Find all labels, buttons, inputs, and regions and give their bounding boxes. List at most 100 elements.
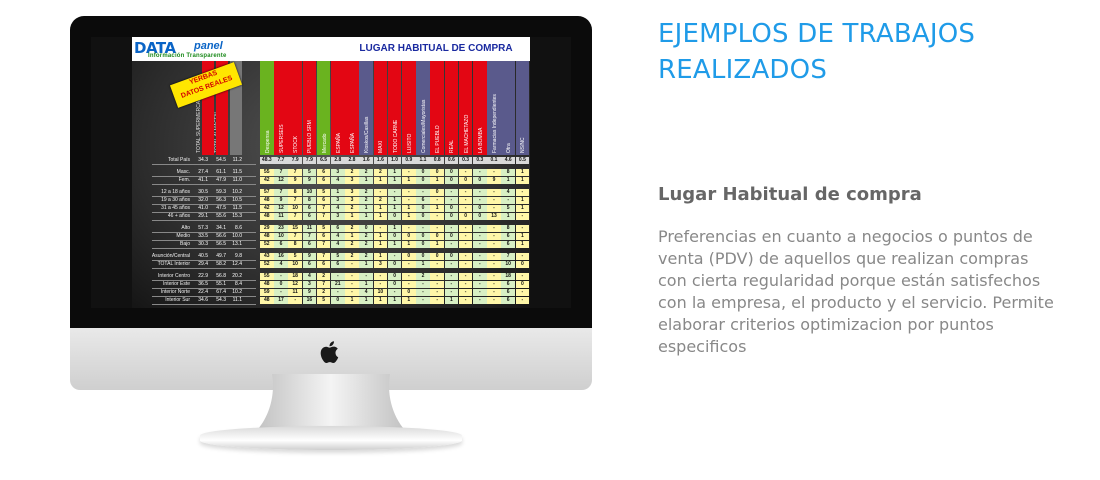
row-label: 31 a 45 años xyxy=(161,205,190,211)
table-cell: - xyxy=(444,197,459,204)
row-total-value: 54.3 xyxy=(216,297,226,303)
table-cell: - xyxy=(487,205,501,212)
table-cell: - xyxy=(359,273,373,280)
table-cell: - xyxy=(458,205,473,212)
table-cell: 7.7 xyxy=(274,157,288,164)
table-cell: 6 xyxy=(331,261,345,268)
table-cell: - xyxy=(515,189,530,196)
table-cell: 11 xyxy=(274,213,288,220)
table-cell: - xyxy=(416,189,430,196)
table-cell: - xyxy=(458,297,473,304)
table-cell: - xyxy=(345,281,359,288)
table-cell: 7 xyxy=(274,169,288,176)
store-column-label: EL PUEBLO xyxy=(435,125,442,153)
table-cell: 17 xyxy=(274,297,288,304)
table-cell: - xyxy=(416,289,430,296)
table-cell: 52 xyxy=(260,261,274,268)
table-cell: 4 xyxy=(359,289,373,296)
store-column-header: TODO CARNE xyxy=(387,61,402,155)
table-cell: - xyxy=(473,297,487,304)
store-column-label: Comerciales/Mayoristas xyxy=(420,99,427,153)
table-cell: - xyxy=(430,289,444,296)
table-cell: 10 xyxy=(501,261,515,268)
table-cell: 2 xyxy=(345,169,359,176)
store-column-label: MAXI xyxy=(378,140,385,153)
table-cell: 0 xyxy=(274,281,288,288)
table-cell: 0 xyxy=(402,253,416,260)
table-cell: 2 xyxy=(359,197,373,204)
table-cell: - xyxy=(487,253,501,260)
row-total-value: 59.3 xyxy=(216,189,226,195)
table-cell: 0 xyxy=(359,225,373,232)
table-cell: 1.0 xyxy=(387,157,402,164)
row-label: Interior Este xyxy=(163,281,190,287)
table-cell: 1 xyxy=(430,241,444,248)
table-cell: - xyxy=(416,297,430,304)
table-cell: 4 xyxy=(331,233,345,240)
table-cell: 15 xyxy=(288,225,302,232)
store-column-header: Mercado xyxy=(316,61,331,155)
table-cell: - xyxy=(487,297,501,304)
table-cell: - xyxy=(473,225,487,232)
row-total-value: 56.5 xyxy=(216,241,226,247)
table-cell: 5 xyxy=(331,253,345,260)
table-cell: 7 xyxy=(288,169,302,176)
table-cell: 11 xyxy=(288,289,302,296)
table-cell: 8 xyxy=(288,189,302,196)
report-header: DATA panel Información Transparente LUGA… xyxy=(132,37,530,61)
table-cell: 55 xyxy=(260,169,274,176)
table-cell: 6 xyxy=(501,297,515,304)
table-cell: 4 xyxy=(302,273,317,280)
table-cell: 0 xyxy=(458,213,473,220)
monitor-base xyxy=(200,426,462,450)
table-cell: 1 xyxy=(345,233,359,240)
table-cell: 2 xyxy=(359,189,373,196)
row-total-value: 67.4 xyxy=(216,289,226,295)
row-total-value: 57.3 xyxy=(198,225,208,231)
table-cell: - xyxy=(458,253,473,260)
row-total-value: 11.1 xyxy=(232,297,242,303)
row-total-value: 12.4 xyxy=(232,261,242,267)
table-cell: 3 xyxy=(331,213,345,220)
column-headers: TOTAL SUPERMERCADOTOTAL ALMACENTOTAL Otr… xyxy=(132,61,530,155)
monitor-bezel: DATA panel Información Transparente LUGA… xyxy=(70,16,592,328)
table-cell: - xyxy=(487,289,501,296)
table-cell: 6 xyxy=(501,233,515,240)
table-cell: - xyxy=(444,241,459,248)
table-cell: 2 xyxy=(316,273,331,280)
table-cell: 0 xyxy=(430,253,444,260)
table-cell: 0 xyxy=(402,289,416,296)
store-column-label: SUPERSEIS xyxy=(278,124,285,153)
row-divider xyxy=(152,304,256,305)
row-total-value: 15.3 xyxy=(232,213,242,219)
table-cell: - xyxy=(444,281,459,288)
table-cell: 9 xyxy=(274,197,288,204)
row-total-value: 10.5 xyxy=(232,197,242,203)
table-cell: 7 xyxy=(501,253,515,260)
table-cell: - xyxy=(458,273,473,280)
table-cell: 2 xyxy=(345,205,359,212)
table-cell: 9 xyxy=(288,177,302,184)
row-total-value: 10.2 xyxy=(232,289,242,295)
table-cell: 1 xyxy=(387,225,402,232)
row-divider xyxy=(152,164,256,165)
table-cell: 1 xyxy=(387,177,402,184)
table-cell: 1 xyxy=(373,253,388,260)
row-total-value: 30.5 xyxy=(198,189,208,195)
table-cell: - xyxy=(458,225,473,232)
datapanel-logo: DATA panel Información Transparente xyxy=(134,39,236,59)
row-divider xyxy=(152,280,256,281)
table-cell: 2 xyxy=(359,241,373,248)
table-cell: - xyxy=(288,297,302,304)
table-cell: 1 xyxy=(444,297,459,304)
table-cell: - xyxy=(444,289,459,296)
row-label: Asunción/Central xyxy=(151,253,190,259)
logo-word-panel: panel xyxy=(194,40,223,52)
store-column-header: EL PUEBLO xyxy=(430,61,444,155)
table-cell: 6.5 xyxy=(316,157,331,164)
monitor-screen: DATA panel Información Transparente LUGA… xyxy=(91,37,571,308)
row-total-value: 55.6 xyxy=(216,213,226,219)
